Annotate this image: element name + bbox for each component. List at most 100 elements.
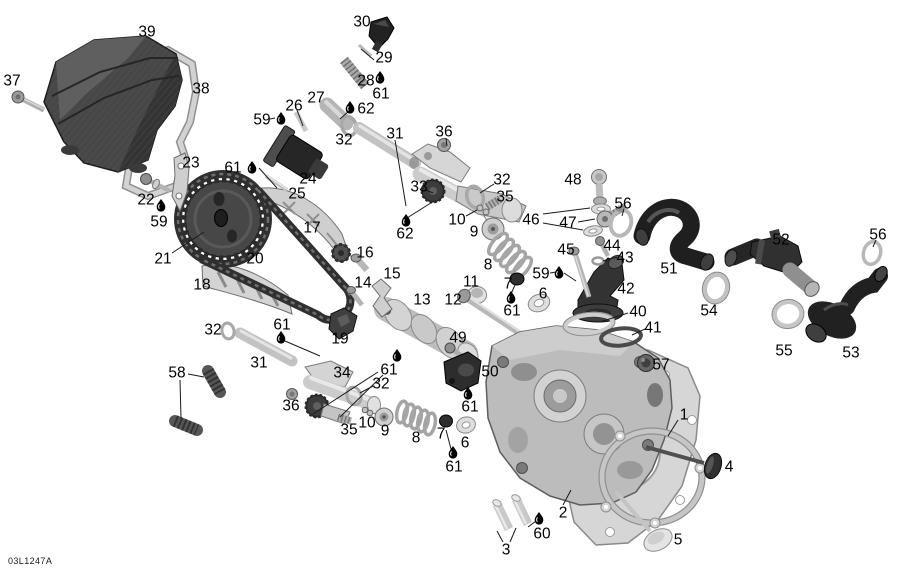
part-chain-guide-lower [201, 264, 293, 315]
leader-line [667, 419, 679, 437]
leader-line [179, 379, 182, 419]
part-tensioner-stack [293, 16, 395, 138]
callout-38: 38 [192, 81, 209, 98]
callout-45: 45 [557, 242, 574, 259]
leader-line [509, 527, 517, 543]
callout-61: 61 [224, 160, 241, 177]
callout-27: 27 [307, 90, 324, 107]
part-clamp-c [771, 298, 805, 330]
callout-26: 26 [285, 98, 302, 115]
callout-41: 41 [644, 320, 661, 337]
callout-15: 15 [383, 266, 400, 283]
callout-46: 46 [522, 212, 539, 229]
lubricant-drop-icon [554, 266, 564, 279]
leader-line [445, 429, 452, 450]
leader-line [360, 48, 375, 61]
callout-16: 16 [356, 245, 373, 262]
callout-4: 4 [725, 459, 734, 476]
lubricant-drop-icon [463, 387, 473, 400]
part-valve-cover [43, 35, 183, 173]
callout-2: 2 [559, 505, 568, 522]
leader-line [339, 374, 384, 418]
part-caps [169, 365, 226, 436]
leader-line [577, 218, 596, 223]
callout-13: 13 [413, 292, 430, 309]
part-valve-spring-group-lower [361, 399, 476, 437]
part-clamp-a [608, 205, 634, 238]
callout-60: 60 [533, 526, 551, 543]
part-sensor [443, 351, 482, 392]
callout-7: 7 [437, 426, 446, 443]
callout-23: 23 [182, 155, 199, 172]
part-cover-bolt [11, 90, 46, 113]
leader-line [549, 271, 557, 274]
callout-11: 11 [463, 274, 479, 291]
callout-55: 55 [775, 343, 792, 360]
part-ring-gasket [598, 427, 706, 529]
lubricant-drop-icon [534, 512, 544, 525]
callout-20: 20 [246, 251, 264, 268]
callout-6: 6 [461, 435, 470, 452]
callout-36: 36 [435, 124, 452, 141]
leader-line [171, 231, 205, 254]
callout-59: 59 [150, 214, 167, 231]
callout-59: 59 [253, 112, 270, 129]
callout-32: 32 [204, 322, 221, 339]
callout-8: 8 [484, 257, 493, 274]
callout-32: 32 [335, 132, 352, 149]
leader-line [496, 530, 504, 543]
callout-39: 39 [138, 24, 155, 41]
callout-25: 25 [288, 186, 305, 203]
callout-1: 1 [680, 407, 689, 424]
callout-33: 33 [410, 179, 427, 196]
callout-40: 40 [629, 304, 647, 321]
callout-52: 52 [772, 232, 789, 249]
leader-line [284, 340, 321, 357]
part-rocker-shaft-upper [353, 122, 421, 169]
leader-line [465, 209, 478, 217]
leader-line [599, 312, 629, 323]
part-cam-sprocket [180, 176, 266, 262]
callout-35: 35 [340, 422, 357, 439]
callout-61: 61 [372, 86, 389, 103]
part-bracket-bolt [140, 173, 172, 194]
callout-50: 50 [481, 364, 499, 381]
leader-lines [171, 48, 877, 543]
callout-7: 7 [504, 276, 513, 293]
part-rocker-arm-lower [286, 360, 381, 425]
callout-61: 61 [273, 317, 290, 334]
part-intake-valve [614, 490, 673, 552]
callout-30: 30 [353, 14, 371, 31]
lubricant-drop-icon [375, 71, 385, 84]
callout-34: 34 [333, 365, 351, 382]
callout-35: 35 [496, 189, 513, 206]
callout-3: 3 [502, 542, 511, 559]
part-hose-left [633, 198, 715, 271]
callout-19: 19 [331, 331, 348, 348]
callout-12: 12 [444, 292, 461, 309]
lubricant-drop-icons [156, 71, 564, 525]
leader-line [425, 189, 434, 194]
callout-32: 32 [493, 172, 510, 189]
leader-line [562, 489, 572, 506]
leader-line [406, 200, 435, 219]
leader-line [445, 137, 448, 147]
lubricant-drop-icon [276, 331, 286, 344]
lubricant-drop-icon [156, 199, 166, 212]
callout-49: 49 [449, 330, 466, 347]
part-pawl-group [328, 253, 393, 340]
callout-29: 29 [375, 50, 392, 67]
callout-37: 37 [3, 73, 20, 90]
callout-31: 31 [250, 355, 267, 372]
callout-10: 10 [448, 212, 466, 229]
part-plug [637, 354, 655, 372]
part-valve-spring-group-upper [467, 204, 551, 313]
callout-9: 9 [381, 423, 390, 440]
callout-22: 22 [137, 192, 154, 209]
callout-51: 51 [660, 261, 677, 278]
part-dowel-pins [492, 494, 533, 531]
part-chain-tensioner [263, 125, 329, 192]
callout-31: 31 [386, 126, 403, 143]
